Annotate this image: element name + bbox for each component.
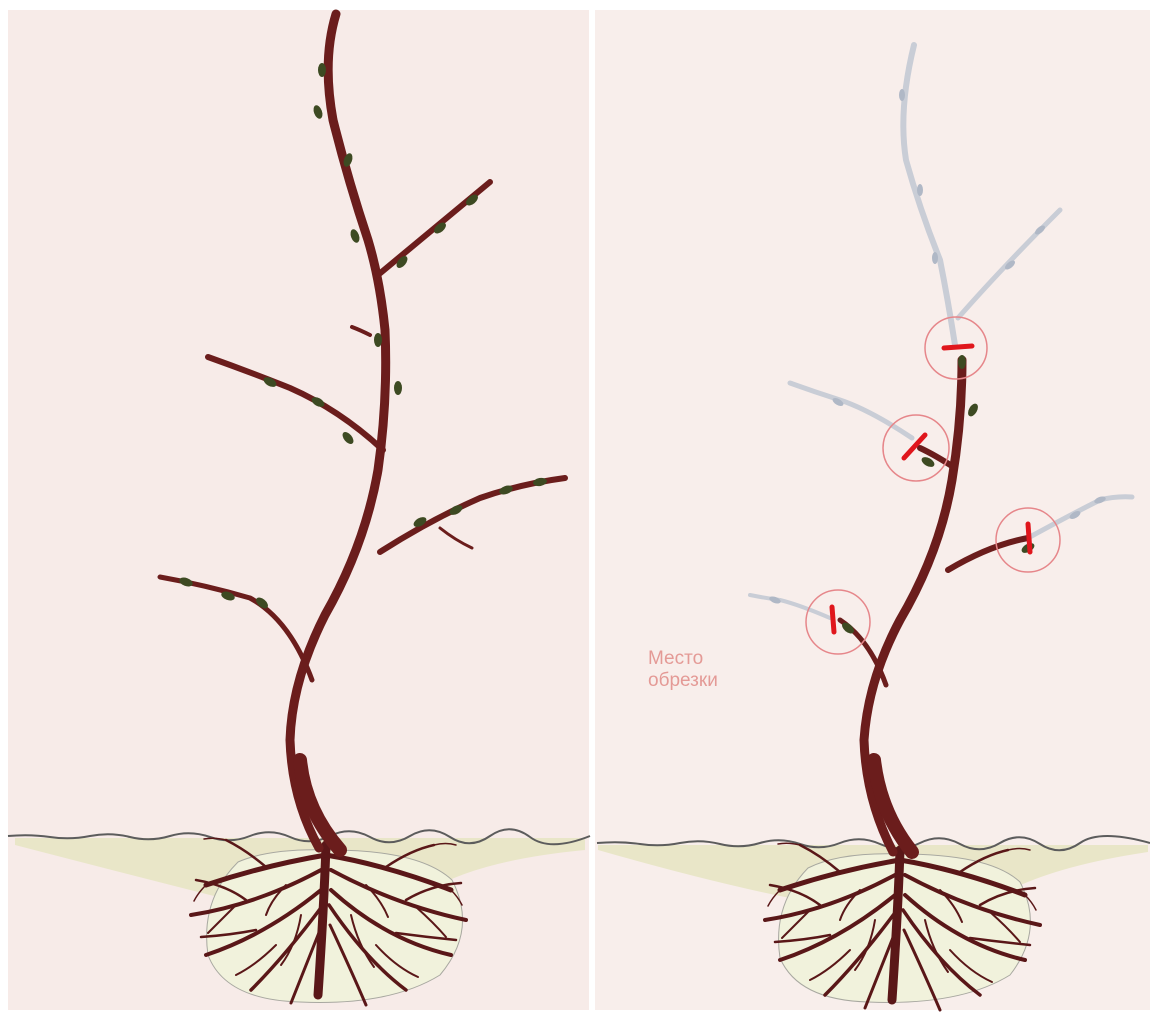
cut-mark [832, 607, 834, 632]
cut-place-label: Место обрезки [648, 648, 718, 692]
cut-mark [1028, 524, 1030, 552]
cut-mark [944, 346, 972, 348]
panel-divider [589, 10, 595, 1010]
